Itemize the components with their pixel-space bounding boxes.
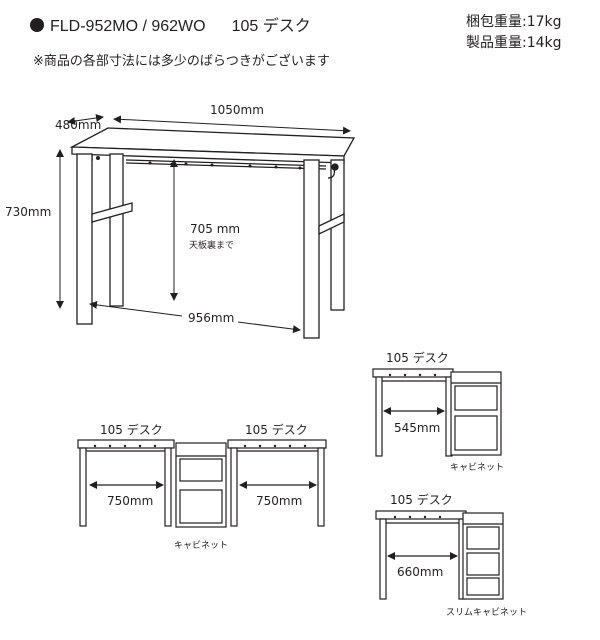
height-label: 730mm (5, 205, 51, 219)
weights-block: 梱包重量:17kg 製品重量:14kg (466, 12, 562, 54)
cabinet-desk-label: 105 デスク (386, 350, 449, 365)
slim-desk-label: 105 デスク (390, 492, 453, 507)
front-right-leg (303, 159, 320, 339)
slim-gap-label: 660mm (397, 565, 443, 579)
double-cabinet-label: キャビネット (174, 540, 228, 551)
leg-span-label: 956mm (188, 311, 234, 325)
model-number: FLD-952MO / 962WO (50, 18, 206, 35)
width-label: 1050mm (210, 103, 264, 117)
back-right-leg (330, 159, 345, 311)
front-left-leg (76, 153, 93, 325)
depth-arrow (67, 114, 104, 125)
cabinet-label: キャビネット (450, 462, 504, 473)
double-gap-left-label: 750mm (107, 494, 153, 508)
package-weight: 梱包重量:17kg (466, 14, 562, 30)
main-dimension-lines (56, 114, 351, 334)
depth-label: 480mm (55, 118, 101, 132)
clearance-note: 天板裏まで (189, 239, 234, 251)
product-name: 105 デスク (231, 18, 311, 35)
double-gap-right-label: 750mm (256, 494, 302, 508)
layout-double-drawing (77, 439, 327, 528)
cabinet-gap-label: 545mm (394, 421, 440, 435)
main-desk-drawing (69, 127, 356, 339)
leg-span-arrow-left (89, 300, 183, 317)
dimension-note: ※商品の各部寸法には多少のばらつきがございます (33, 54, 330, 69)
width-arrow (113, 115, 351, 135)
back-left-leg (109, 153, 124, 307)
product-weight: 製品重量:14kg (466, 35, 562, 51)
bullet-dot-icon (30, 18, 44, 32)
slim-cabinet-label: スリムキャビネット (446, 607, 527, 618)
leg-span-arrow-right (237, 321, 301, 334)
clearance-label: 705 mm (190, 222, 240, 236)
title-row: FLD-952MO / 962WO 105 デスク (30, 12, 311, 36)
layout-slim-drawing (375, 510, 504, 600)
double-desk-left-label: 105 デスク (100, 422, 163, 437)
layout-cabinet-drawing (372, 368, 502, 457)
double-desk-right-label: 105 デスク (245, 422, 308, 437)
